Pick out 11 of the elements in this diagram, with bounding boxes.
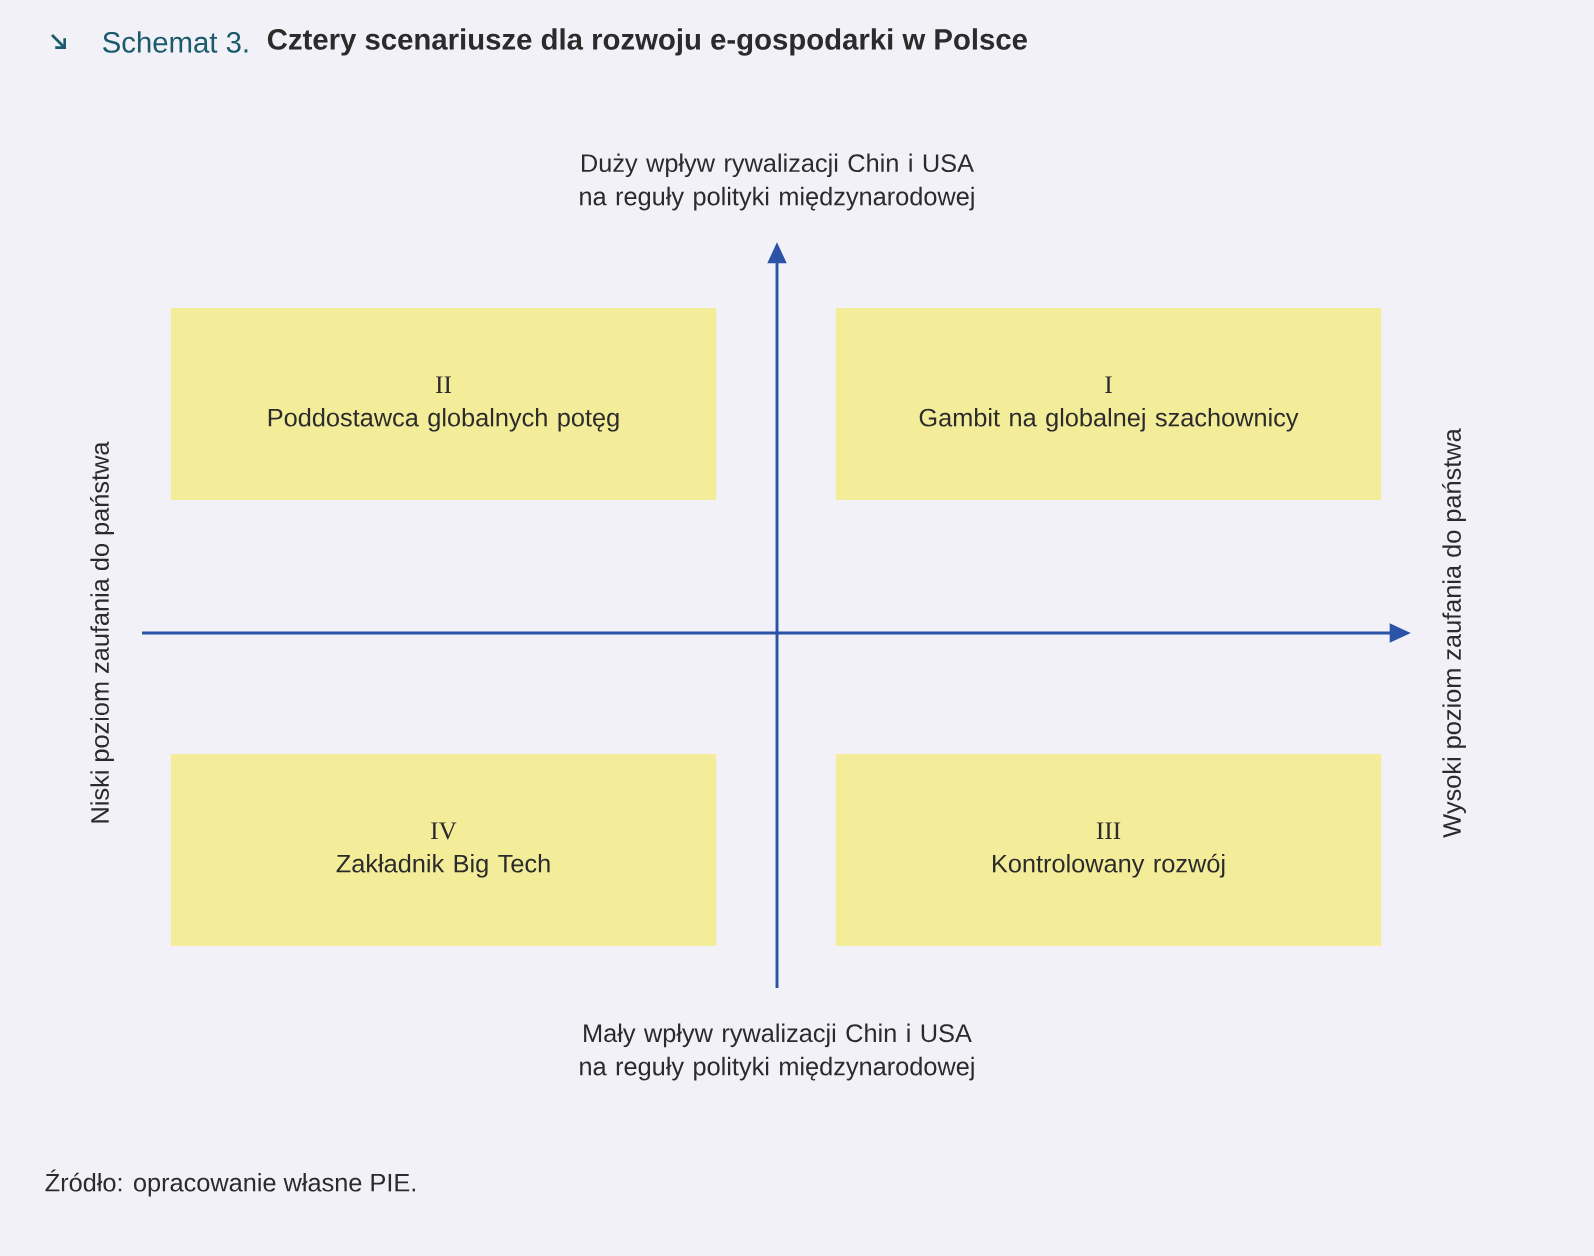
axis-label: Duży wpływ rywalizacji Chin i USA na reguły polityki międzynarodowej [580,153,974,211]
axis-label: Mały wpływ rywalizacji Chin i USA na reguły polityki międzynarodowej [580,1023,974,1081]
scenario-box: IV Zakładnik Big Tech [170,754,717,946]
figure-number: Schemat 3. [103,31,248,53]
title: Cztery scenariusze dla rozwoju e-gospodarki w Polsce [267,28,1027,56]
scenario-box: I Gambit na globalnej szachownicy [835,308,1382,500]
scenario-box: II Poddostawca globalnych potęg [170,308,717,500]
axis-label: Wysoki poziom zaufania do państwa [1442,428,1466,838]
scenario-box: III Kontrolowany rozwój [835,754,1382,946]
caption: Źródło: opracowanie własne PIE. [45,1169,415,1197]
axis-label: Niski poziom zaufania do państwa [90,441,114,823]
